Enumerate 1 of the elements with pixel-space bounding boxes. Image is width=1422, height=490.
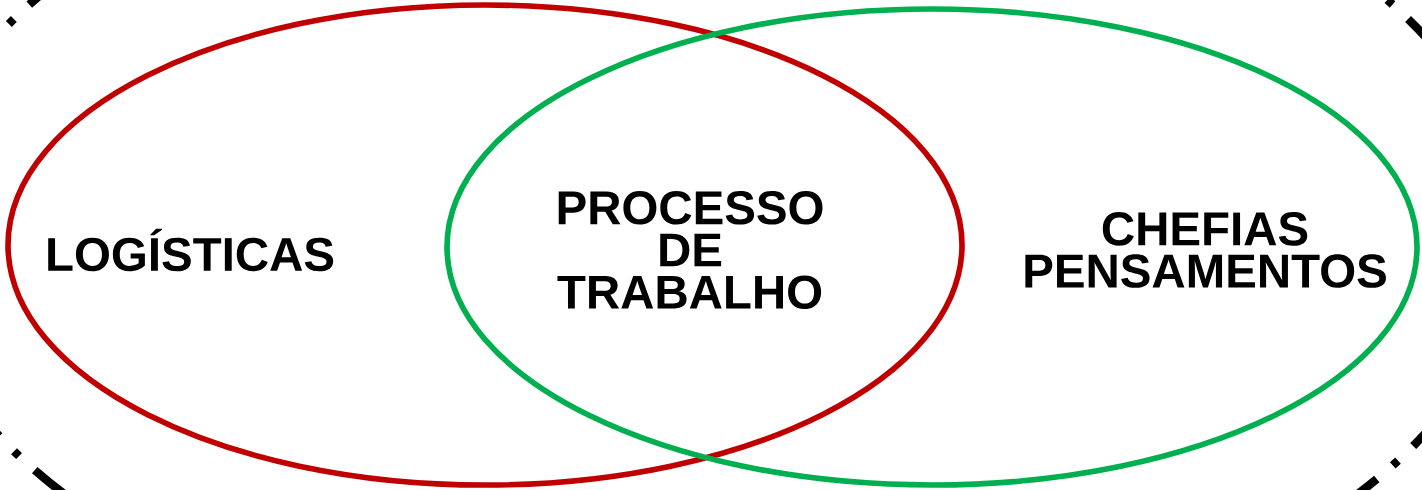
overlap-label: PROCESSO DE TRABALHO bbox=[557, 191, 823, 309]
